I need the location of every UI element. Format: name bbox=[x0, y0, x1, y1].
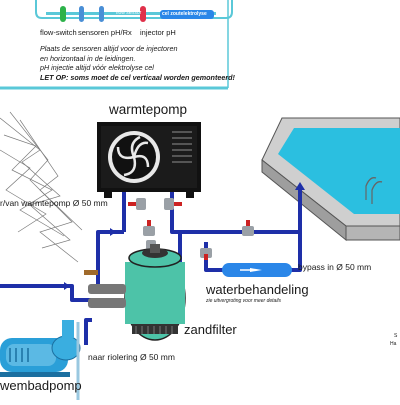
note-line-1: Plaats de sensoren altijd voor de inject… bbox=[40, 44, 178, 53]
sewer-label: naar riolering Ø 50 mm bbox=[88, 352, 175, 362]
instruction-panel bbox=[0, 0, 233, 90]
flow-switch-sensor bbox=[60, 6, 66, 22]
ph-injector bbox=[140, 6, 146, 22]
electrolysis-cell-label: cel zoutelektrolyse bbox=[162, 10, 207, 17]
rx-sensor bbox=[99, 6, 104, 22]
warning-note: LET OP: soms moet de cel verticaal worde… bbox=[40, 72, 235, 82]
instruction-notes: Plaats de sensoren altijd voor de inject… bbox=[40, 44, 235, 82]
heat-pump-pipe-label: r/van warmtepomp Ø 50 mm bbox=[0, 198, 108, 208]
sand-filter bbox=[88, 244, 186, 341]
water-treatment-label: waterbehandeling bbox=[206, 282, 309, 297]
swimming-pool bbox=[261, 117, 400, 242]
injector-label: injector pH bbox=[140, 28, 176, 37]
electrolysis-cell bbox=[160, 10, 214, 19]
flow-sensor-label: flow sensor bbox=[116, 10, 142, 16]
bypass-label: bypass in Ø 50 mm bbox=[298, 262, 372, 272]
sketch-background bbox=[0, 111, 83, 263]
sensors-label: sensoren pH/Rx bbox=[78, 28, 132, 37]
pool-ladder bbox=[365, 176, 383, 191]
water-treatment-sublabel: zie uitvergroting voor meer details bbox=[206, 298, 282, 304]
flow-arrows bbox=[64, 182, 305, 290]
note-line-2: en horizontaal in de leidingen. bbox=[40, 53, 136, 63]
sand-filter-label: zandfilter bbox=[184, 322, 237, 337]
fan-blades bbox=[116, 135, 150, 177]
edge-text-1: S bbox=[394, 333, 398, 339]
ph-sensor bbox=[79, 6, 84, 22]
note-line-3: pH injectie altijd vóór elektrolyse cel bbox=[40, 63, 154, 72]
filter-valve-head bbox=[150, 244, 160, 253]
water-treatment-unit bbox=[222, 263, 292, 277]
heat-pump bbox=[97, 122, 201, 198]
pool-pump bbox=[0, 320, 81, 377]
flow-switch-label: flow-switch bbox=[40, 28, 77, 37]
pool-pump-label: wembadpomp bbox=[0, 378, 82, 393]
edge-text-2: Ha bbox=[390, 341, 397, 347]
heat-pump-label: warmtepomp bbox=[109, 102, 188, 117]
sensor-pipe bbox=[46, 12, 216, 15]
